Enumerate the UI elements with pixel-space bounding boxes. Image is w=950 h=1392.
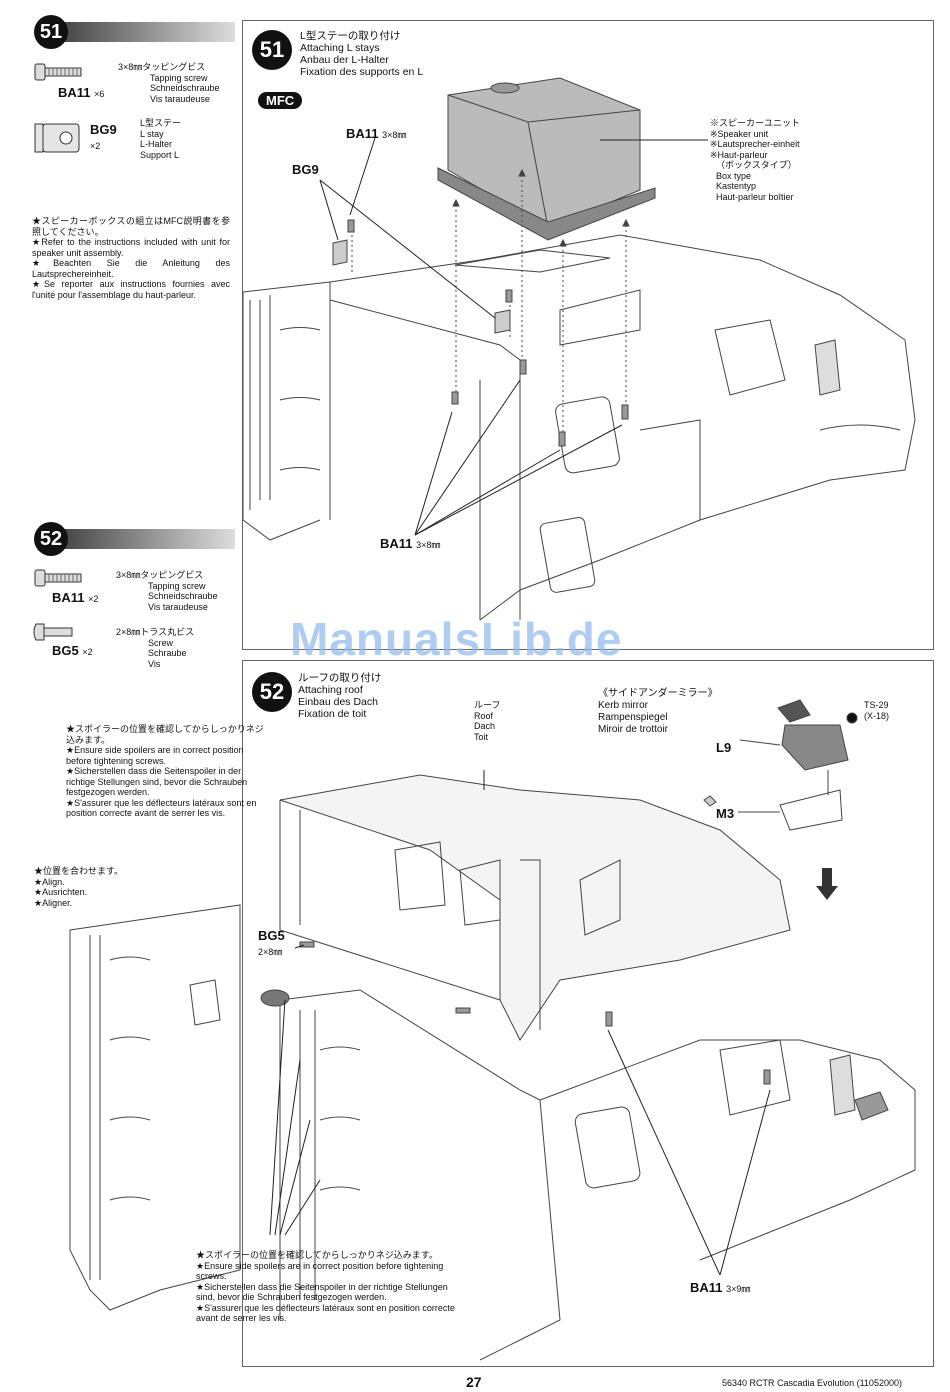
speaker-unit-label: ※スピーカーユニット※Speaker unit※Lautsprecher-ein…: [710, 118, 801, 202]
part-code-bg9: BG9×2: [90, 122, 117, 151]
callout-l9: L9: [716, 740, 732, 755]
part-code-ba11-52: BA11 ×2: [52, 590, 99, 605]
paint-code-label: TS-29(X-18): [864, 700, 890, 721]
manualslib-watermark: ManualsLib.de: [290, 613, 623, 665]
step-51-panel-badge: 51: [252, 30, 292, 70]
callout-m3: M3: [716, 806, 735, 821]
step-52-spoiler-note-top: ★スポイラーの位置を確認してからしっかりネジ込みます。 ★Ensure side…: [66, 724, 264, 818]
callout-ba11-bottom: BA11 3×8㎜: [380, 536, 441, 551]
tapping-screw-icon: [34, 63, 82, 81]
footer-product: 56340 RCTR Cascadia Evolution (11052000): [722, 1378, 902, 1388]
step-51-speaker-note: ★スピーカーボックスの組立はMFC説明書を参照してください。 ★Refer to…: [32, 216, 230, 300]
callout-bg9: BG9: [292, 162, 319, 177]
tapping-screw-icon: [34, 569, 82, 587]
mfc-badge: MFC: [258, 92, 303, 109]
step-52-number-badge: 52: [34, 522, 68, 556]
step-51-header-band: [40, 22, 235, 42]
callout-ba11-top: BA11 3×8㎜: [346, 126, 407, 141]
step-51-number-badge: 51: [34, 15, 68, 49]
step-52-spoiler-note-bottom: ★スポイラーの位置を確認してからしっかりネジ込みます。 ★Ensure side…: [196, 1250, 455, 1323]
l-stay-icon: [34, 123, 80, 153]
part-code-bg5: BG5 ×2: [52, 643, 93, 658]
part-code-ba11: BA11 ×6: [58, 85, 105, 100]
truss-screw-icon: [33, 623, 73, 641]
callout-ba11-52: BA11 3×9㎜: [690, 1280, 751, 1295]
step-52-panel-badge: 52: [252, 672, 292, 712]
step-52-header-band: [40, 529, 235, 549]
step-52-diagram-panel: [242, 660, 934, 1367]
page-number: 27: [466, 1374, 482, 1390]
step-52-align-note: ★位置を合わせます。 ★Align. ★Ausrichten. ★Aligner…: [34, 866, 124, 908]
step-51-diagram-panel: [242, 20, 934, 650]
